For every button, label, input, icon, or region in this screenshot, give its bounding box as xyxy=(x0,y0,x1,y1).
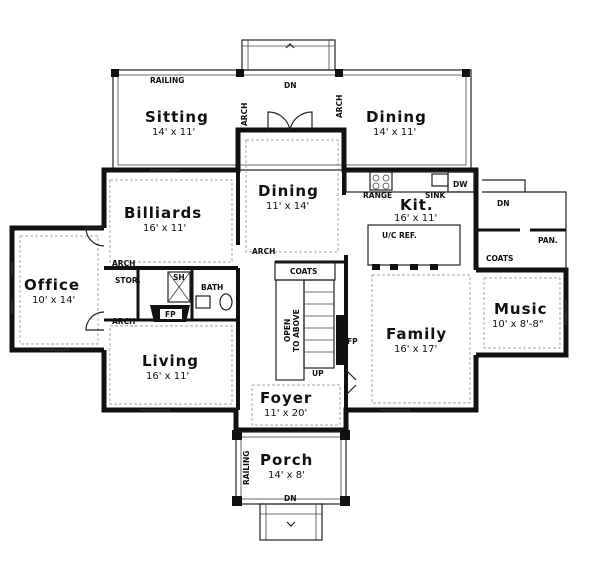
room-living-size: 16' x 11' xyxy=(146,371,189,382)
label-dw: DW xyxy=(453,180,468,189)
label-coats-right: COATS xyxy=(486,254,513,263)
label-dn-bottom: DN xyxy=(284,494,297,503)
room-billiards-size: 16' x 11' xyxy=(143,223,186,234)
label-dn-top: DN xyxy=(284,81,297,90)
room-living-name: Living xyxy=(142,352,199,370)
room-office-name: Office xyxy=(24,276,80,294)
label-coats-stair: COATS xyxy=(290,267,317,276)
windows xyxy=(11,169,567,411)
label-up: UP xyxy=(312,369,324,378)
label-sink: SINK xyxy=(425,191,446,200)
label-range: RANGE xyxy=(363,191,392,200)
room-office-size: 10' x 14' xyxy=(32,295,75,306)
label-open-line2: TO ABOVE xyxy=(292,309,301,352)
staircase xyxy=(274,261,346,381)
label-railing-porch: RAILING xyxy=(242,451,251,485)
label-arch-office-bottom: ARCH xyxy=(112,317,135,326)
label-uc-ref: U/C REF. xyxy=(382,231,417,240)
label-dn-right: DN xyxy=(497,199,510,208)
rear-porch xyxy=(111,69,472,171)
label-sh: SH xyxy=(173,273,185,282)
room-sitting-size: 14' x 11' xyxy=(152,127,195,138)
label-fp-family: FP xyxy=(347,337,358,346)
doors xyxy=(85,111,357,396)
room-foyer-size: 11' x 20' xyxy=(264,408,307,419)
room-porch-name: Porch xyxy=(260,451,313,469)
room-porch-size: 14' x 8' xyxy=(268,470,305,481)
label-arch-top-right: ARCH xyxy=(335,95,344,118)
room-billiards-name: Billiards xyxy=(124,204,202,222)
room-dining-size: 11' x 14' xyxy=(266,201,309,212)
room-foyer-name: Foyer xyxy=(260,389,312,407)
room-family-size: 16' x 17' xyxy=(394,344,437,355)
rear-steps xyxy=(241,39,336,71)
label-railing-top: RAILING xyxy=(150,76,184,85)
label-arch-office-top: ARCH xyxy=(112,259,135,268)
label-open-line1: OPEN xyxy=(283,319,292,342)
room-kit-name: Kit. xyxy=(400,196,434,214)
label-stor: STOR. xyxy=(115,276,141,285)
label-arch-top-left: ARCH xyxy=(240,103,249,126)
room-family-name: Family xyxy=(386,325,447,343)
label-pan: PAN. xyxy=(538,236,558,245)
bath-fixtures xyxy=(167,271,233,311)
room-dining-top-name: Dining xyxy=(366,108,427,126)
room-kit-size: 16' x 11' xyxy=(394,213,437,224)
room-sitting-name: Sitting xyxy=(145,108,209,126)
room-dining-name: Dining xyxy=(258,182,319,200)
room-music-size: 10' x 8'-8" xyxy=(492,319,543,330)
label-bath: BATH xyxy=(201,283,223,292)
front-porch xyxy=(232,430,350,541)
kitchen-fixtures xyxy=(345,171,475,270)
room-dining-top-size: 14' x 11' xyxy=(373,127,416,138)
ceiling-lines xyxy=(19,139,561,426)
label-fp-living: FP xyxy=(165,310,176,319)
fireplaces xyxy=(150,305,190,322)
room-music-name: Music xyxy=(494,300,548,318)
label-arch-mid: ARCH xyxy=(252,247,275,256)
exterior-walls xyxy=(9,127,569,433)
